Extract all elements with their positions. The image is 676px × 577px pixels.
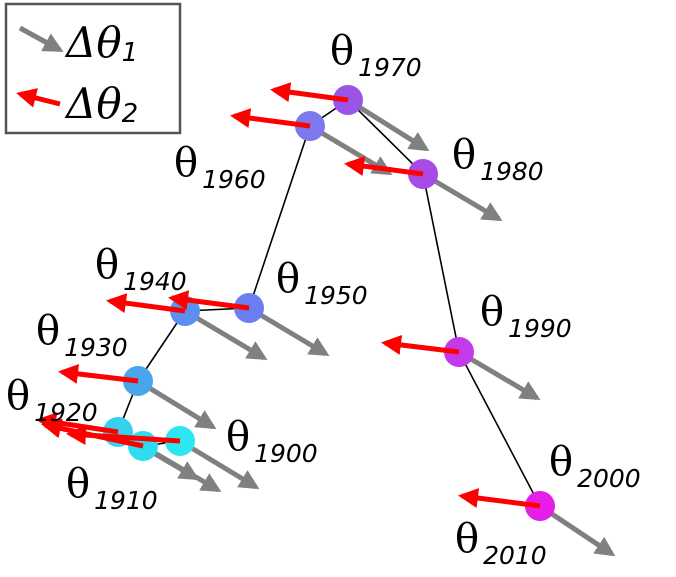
legend: Δθ1 Δθ2 (4, 2, 182, 135)
svg-text:Δθ1: Δθ1 (64, 18, 138, 68)
red-arrow-1980 (344, 156, 424, 177)
legend-item-delta-theta-1: Δθ1 (18, 18, 138, 68)
red-arrow-1910 (41, 418, 144, 449)
legend-sub-1: 1 (122, 38, 139, 68)
legend-label-1: Δθ (64, 18, 122, 67)
red-arrow-1970 (270, 82, 349, 103)
grey-arrow-1990 (457, 349, 541, 401)
svg-text:Δθ2: Δθ2 (64, 79, 138, 129)
red-arrow-1960 (230, 108, 311, 129)
grey-arrow-icon (18, 25, 64, 53)
legend-label-2: Δθ (64, 79, 122, 128)
legend-sub-2: 2 (122, 99, 139, 129)
legend-box (4, 2, 182, 135)
red-arrow-icon (16, 88, 61, 108)
red-arrow-1920 (36, 412, 119, 435)
legend-item-delta-theta-2: Δθ2 (16, 79, 138, 129)
grey-arrow-1970 (346, 97, 430, 152)
grey-arrow-1960 (308, 123, 393, 176)
grey-arrow-1940 (183, 308, 268, 361)
red-arrow-1930 (58, 363, 139, 384)
red-arrows (36, 82, 541, 509)
red-arrow-1990 (381, 335, 460, 355)
red-arrow-2000 (458, 488, 541, 509)
red-arrow-1950 (168, 290, 250, 311)
